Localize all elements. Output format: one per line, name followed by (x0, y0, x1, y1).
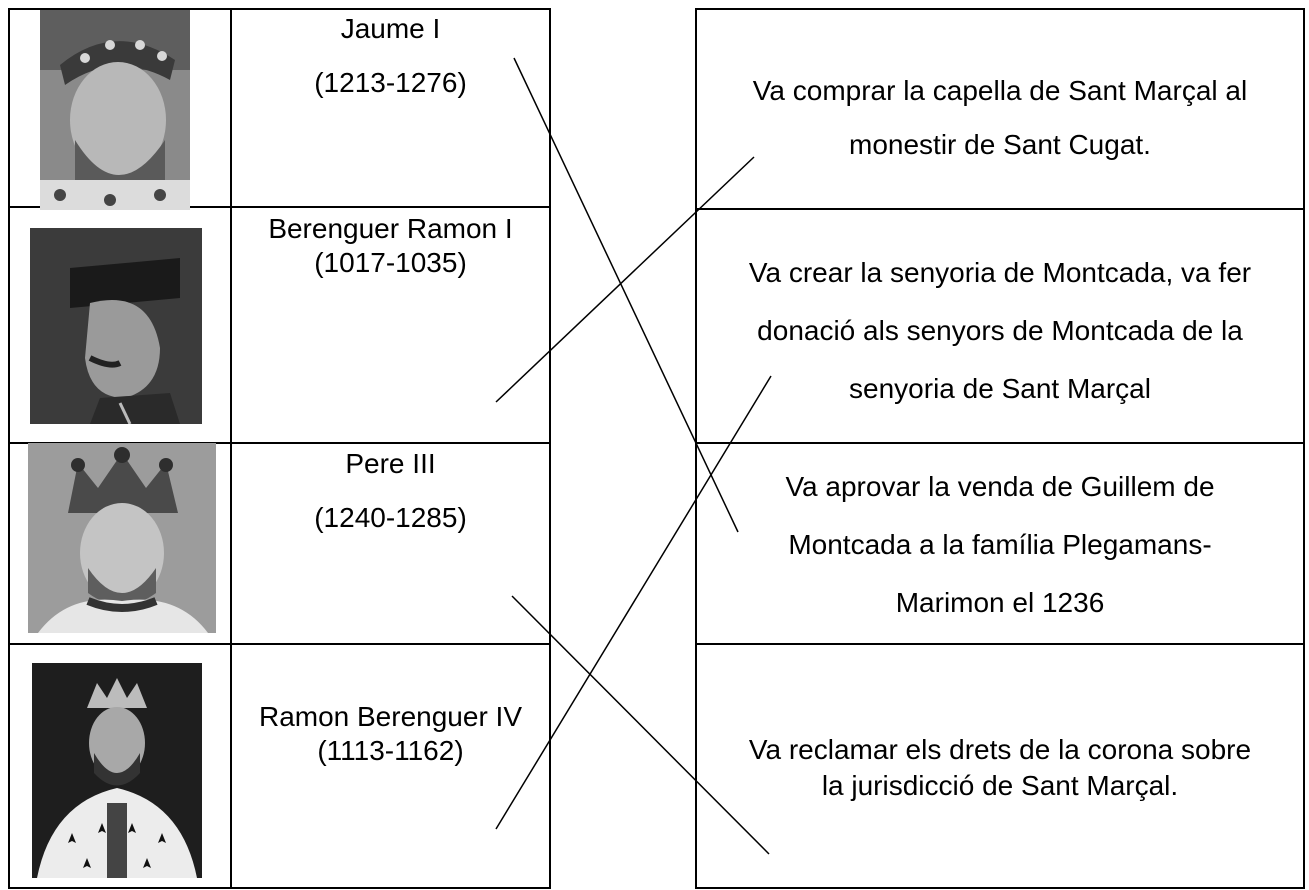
ruler-name-ramon-berenguer-iv: Ramon Berenguer IV (1113-1162) (232, 700, 549, 767)
right-row-divider-3 (695, 643, 1305, 645)
portrait-berenguer-ramon-i (30, 228, 202, 424)
description-line: Montcada a la família Plegamans- (788, 529, 1212, 560)
description-line: Va aprovar la venda de Guillem de (785, 471, 1215, 502)
right-row-divider-1 (695, 208, 1305, 210)
ruler-name-text: Berenguer Ramon I (268, 213, 513, 244)
ruler-name-jaume-i: Jaume I (1213-1276) (232, 12, 549, 99)
description-2: Va crear la senyoria de Montcada, va fer… (697, 244, 1303, 418)
ruler-years-text: (1240-1285) (314, 501, 467, 533)
ruler-years-text: (1213-1276) (314, 66, 467, 98)
ruler-name-text: Ramon Berenguer IV (258, 701, 523, 732)
ruler-name-text: Jaume I (340, 13, 441, 44)
ruler-name-berenguer-ramon-i: Berenguer Ramon I (1017-1035) (232, 212, 549, 279)
description-line: Va comprar la capella de Sant Marçal al (752, 75, 1248, 106)
portrait-ramon-berenguer-iv (32, 663, 202, 878)
ruler-name-text: Pere III (345, 448, 436, 479)
left-column-divider (230, 8, 232, 889)
right-row-divider-2 (695, 442, 1305, 444)
description-1: Va comprar la capella de Sant Marçal al … (697, 64, 1303, 172)
left-row-divider-1 (8, 206, 551, 208)
description-line: Va reclamar els drets de la corona sobre (748, 734, 1252, 765)
left-row-divider-3 (8, 643, 551, 645)
portrait-jaume-i (40, 10, 190, 210)
description-3: Va aprovar la venda de Guillem de Montca… (697, 458, 1303, 632)
description-line: donació als senyors de Montcada de la (757, 315, 1243, 346)
description-line: la jurisdicció de Sant Marçal. (821, 770, 1179, 801)
ruler-years-text: (1113-1162) (317, 734, 464, 766)
description-4: Va reclamar els drets de la corona sobre… (697, 732, 1303, 804)
description-line: senyoria de Sant Marçal (849, 373, 1151, 404)
ruler-years-text: (1017-1035) (314, 246, 467, 278)
ruler-name-pere-iii: Pere III (1240-1285) (232, 447, 549, 534)
description-line: monestir de Sant Cugat. (849, 129, 1151, 160)
left-row-divider-2 (8, 442, 551, 444)
portrait-pere-iii (28, 443, 216, 633)
description-line: Va crear la senyoria de Montcada, va fer (748, 257, 1252, 288)
description-line: Marimon el 1236 (895, 587, 1105, 618)
